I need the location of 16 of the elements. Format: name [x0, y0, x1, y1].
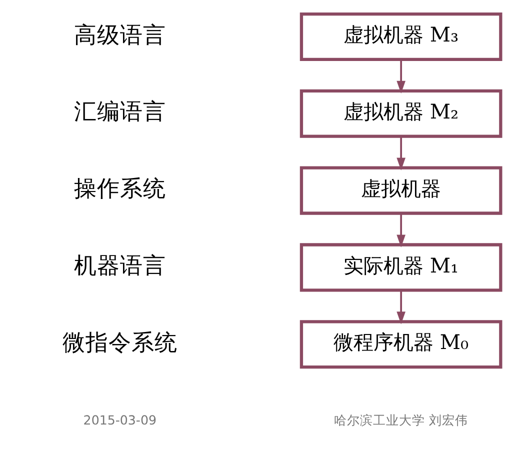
- arrow: [396, 290, 406, 324]
- node-box: 实际机器 M₁: [300, 242, 502, 292]
- node-box: 虚拟机器 M₂: [300, 88, 502, 138]
- label: 哈尔滨工业大学 刘宏伟: [334, 412, 468, 427]
- arrow: [396, 212, 406, 247]
- label: 高级语言: [74, 22, 166, 48]
- arrow: [396, 136, 406, 170]
- label: 2015-03-09: [83, 412, 157, 427]
- arrow: [396, 59, 406, 94]
- label: 操作系统: [74, 176, 166, 202]
- node-box: 虚拟机器 M₃: [300, 12, 502, 60]
- node-box: 虚拟机器: [300, 166, 502, 214]
- label: 微指令系统: [62, 329, 178, 356]
- label: 汇编语言: [74, 98, 166, 125]
- node-box: 微程序机器 M₀: [300, 320, 502, 368]
- label: 机器语言: [74, 252, 166, 278]
